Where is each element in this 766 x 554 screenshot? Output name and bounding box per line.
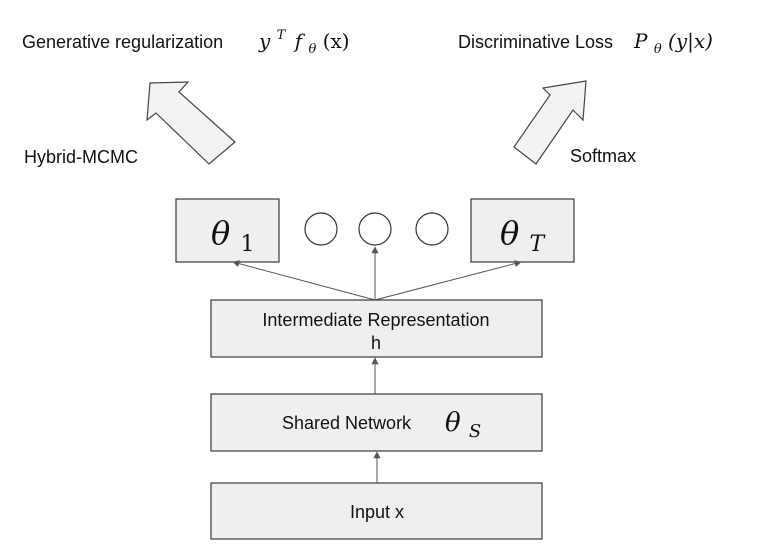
- ellipsis-circle: [304, 212, 338, 246]
- shared-network-theta: θ S: [445, 408, 481, 442]
- input-text: Input x: [350, 502, 404, 522]
- discriminative-title-text: Discriminative Loss: [458, 32, 613, 52]
- theta-T-symbol: θ: [500, 214, 519, 252]
- input-box: [210, 482, 543, 540]
- generative-title-text: Generative regularization: [22, 32, 223, 52]
- hybrid-mcmc-label: Hybrid-MCMC: [24, 147, 138, 167]
- discriminative-formula: P θ (y|x): [633, 29, 713, 58]
- formula-P-arg: (y|x): [668, 29, 713, 54]
- theta-T-box: [470, 198, 575, 263]
- shared-network-box: [210, 393, 543, 452]
- intermediate-line-1: Intermediate Representation: [262, 310, 489, 330]
- generative-title: Generative regularization y T f θ (x): [22, 20, 350, 58]
- intermediate-representation-box: [210, 299, 543, 358]
- softmax-arrow: [513, 80, 587, 165]
- shared-network-text: Shared Network: [282, 413, 412, 433]
- shared-theta-symbol: θ: [445, 408, 461, 438]
- theta-1-sub: 1: [240, 232, 254, 257]
- theta-T-label: θ T: [500, 214, 546, 257]
- formula-P: P: [633, 29, 648, 53]
- hybrid-mcmc-arrow: [146, 81, 236, 165]
- formula-f: f: [293, 29, 306, 53]
- formula-y: y: [258, 29, 271, 53]
- ellipsis-circle: [415, 212, 449, 246]
- intermediate-line-2: h: [371, 333, 381, 353]
- formula-y-sup: T: [277, 28, 287, 43]
- ellipsis-circle: [358, 212, 392, 246]
- softmax-label: Softmax: [570, 146, 636, 166]
- formula-f-arg: (x): [323, 29, 350, 53]
- theta-1-symbol: θ: [211, 214, 230, 252]
- theta-1-box: [175, 198, 280, 263]
- formula-P-sub: θ: [654, 42, 662, 57]
- arrow-to-theta-T: [374, 260, 522, 301]
- theta-1-label: θ 1: [211, 214, 254, 257]
- arrow-to-theta-1: [232, 260, 376, 301]
- formula-f-sub: θ: [308, 42, 316, 57]
- discriminative-title: Discriminative Loss P θ (y|x): [458, 29, 713, 58]
- shared-theta-sub: S: [469, 421, 481, 442]
- theta-T-sub: T: [529, 232, 546, 257]
- generative-formula: y T f θ (x): [258, 20, 350, 58]
